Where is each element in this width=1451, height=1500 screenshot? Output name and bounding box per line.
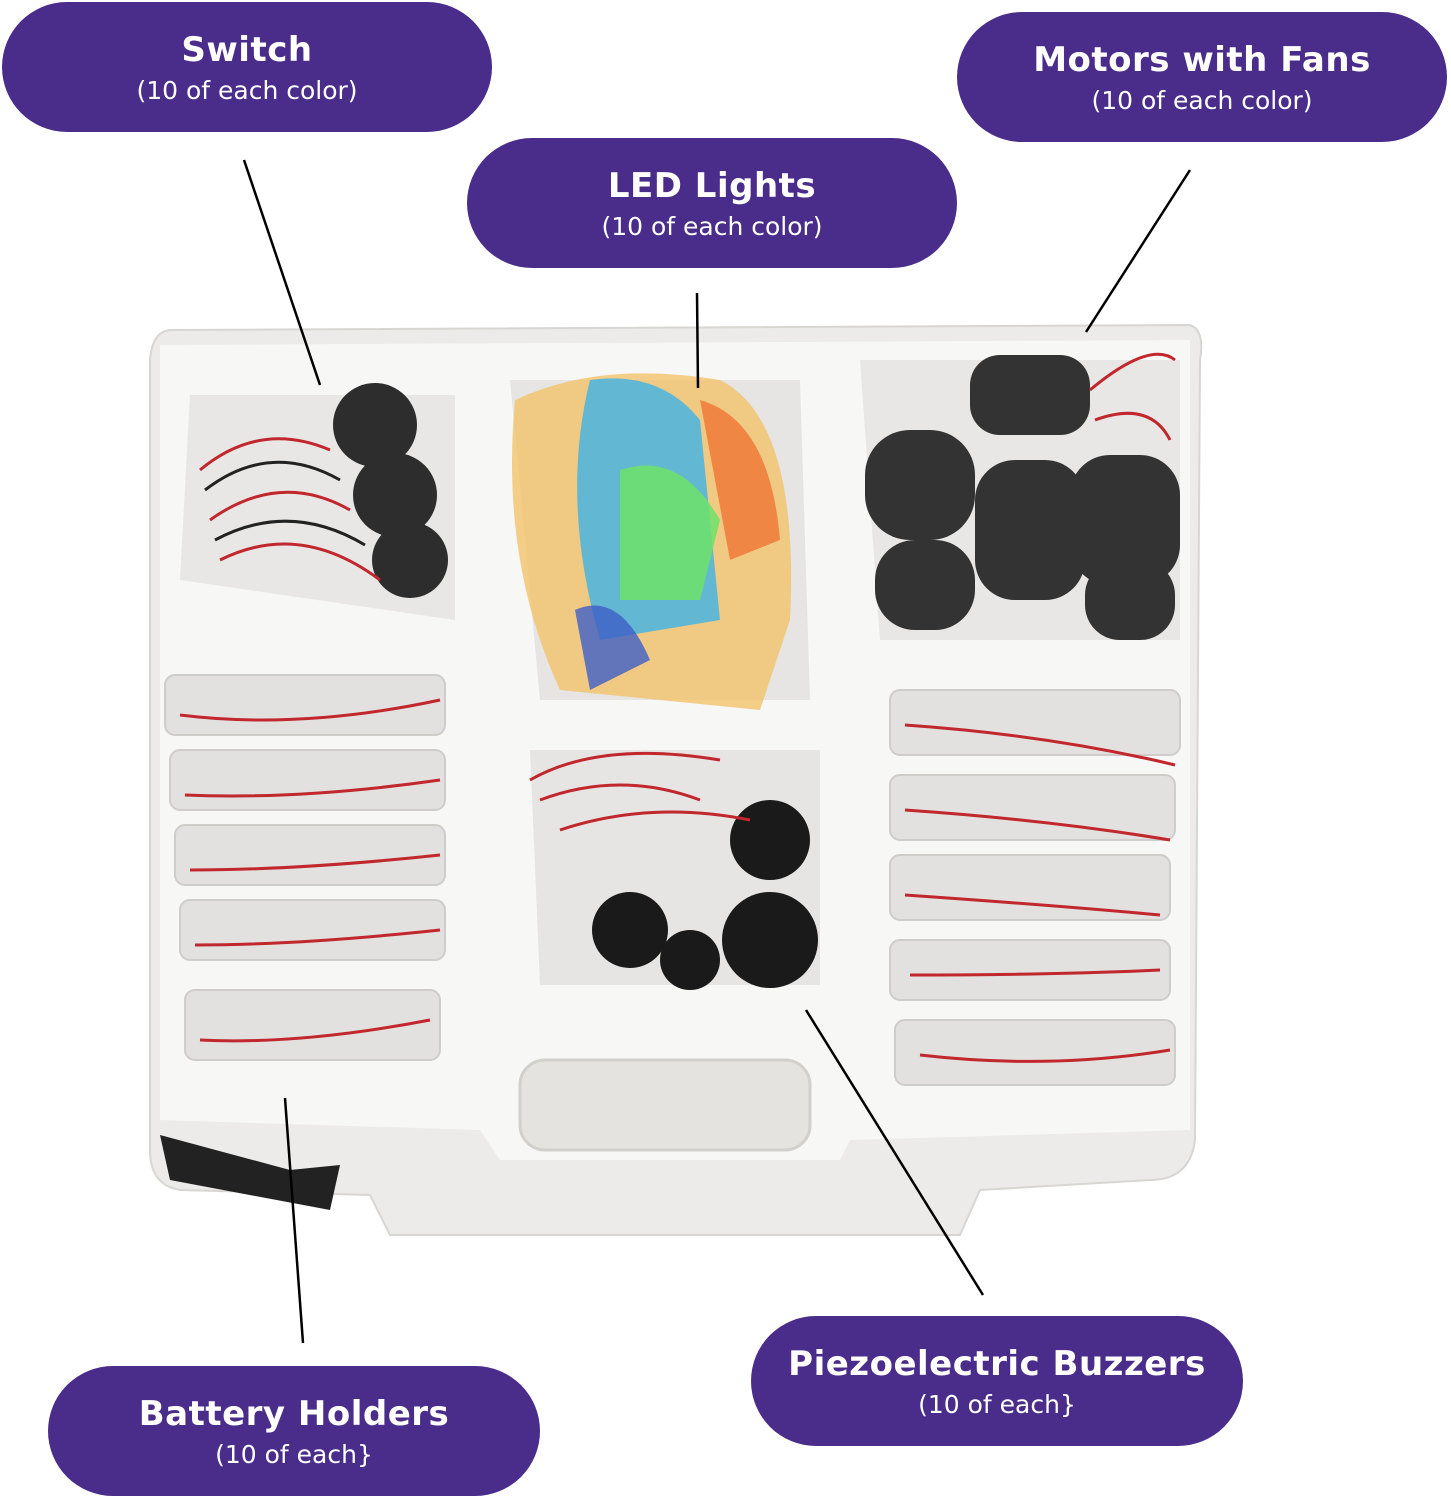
battery-title: Battery Holders [138,1393,450,1434]
callout-lines [242,159,1192,1344]
switch-callout-line [242,159,322,386]
switch-label: Switch (10 of each color) [2,2,492,132]
battery-holders-right [889,689,1181,1086]
piezo-label: Piezoelectric Buzzers (10 of each} [751,1316,1243,1446]
case-latch [160,1135,340,1210]
switches [199,383,448,598]
piezo-subtitle: (10 of each} [918,1389,1076,1419]
switch-subtitle: (10 of each color) [136,75,358,105]
battery-holders-left [164,674,446,1061]
motors-callout-line [1084,169,1192,333]
motors [865,352,1180,640]
led-callout-line [695,292,700,389]
led-title: LED Lights [607,165,817,206]
led-label: LED Lights (10 of each color) [467,138,957,268]
buzzers [529,751,818,990]
led-subtitle: (10 of each color) [601,211,823,241]
motors-title: Motors with Fans [1033,39,1371,80]
battery-label: Battery Holders (10 of each} [48,1366,540,1496]
piezo-callout-line [804,1009,985,1296]
motors-subtitle: (10 of each color) [1091,85,1313,115]
led-bag [512,373,792,710]
battery-subtitle: (10 of each} [215,1439,373,1469]
switch-title: Switch [181,29,313,70]
motors-label: Motors with Fans (10 of each color) [957,12,1447,142]
piezo-title: Piezoelectric Buzzers [788,1343,1206,1384]
battery-callout-line [283,1097,305,1344]
